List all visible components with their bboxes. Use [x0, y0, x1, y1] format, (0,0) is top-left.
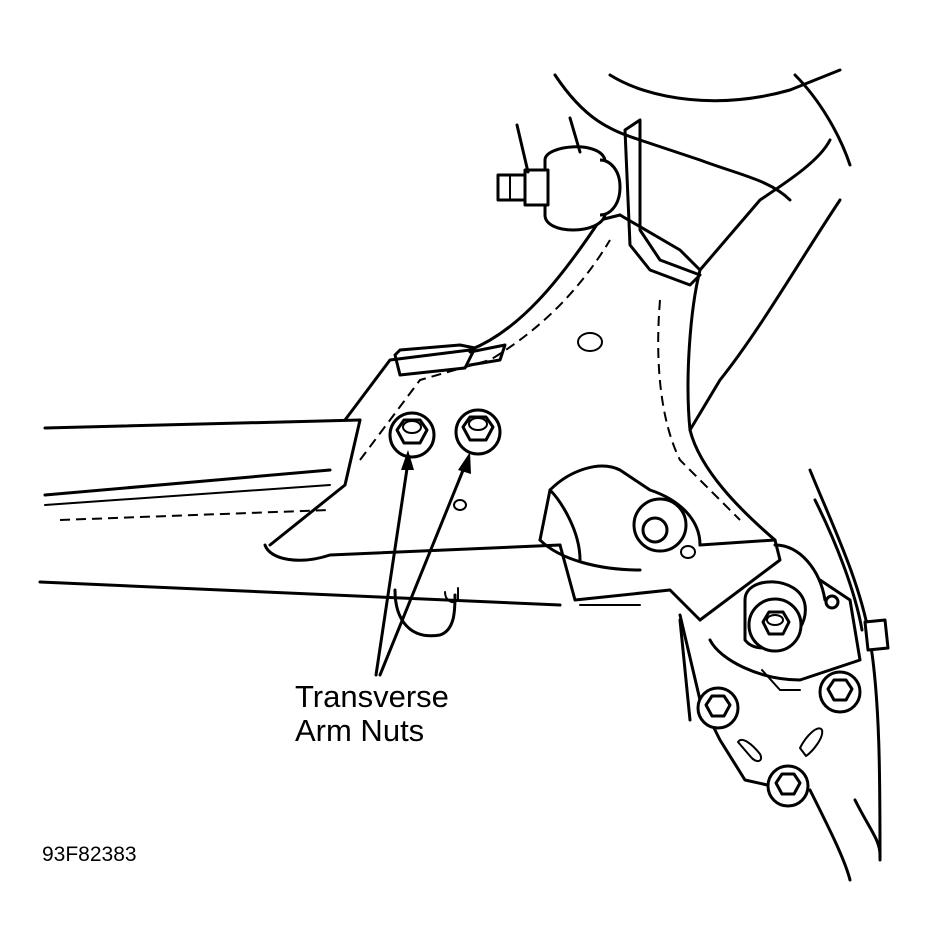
callout-line-2: Arm Nuts — [295, 713, 425, 748]
brake-line — [678, 468, 890, 882]
body-panel — [553, 68, 852, 202]
knuckle-housing — [678, 543, 862, 808]
callout-arrows — [374, 450, 471, 677]
upper-bushing — [496, 116, 702, 287]
transverse-arm-nuts-label: Transverse Arm Nuts — [295, 680, 449, 748]
figure-id: 93F82383 — [42, 843, 137, 866]
callout-line-1: Transverse — [295, 679, 449, 714]
arm-nut-right — [454, 408, 502, 456]
transverse-arm-nuts — [388, 408, 502, 459]
pivot-housing — [538, 464, 782, 622]
mounting-pad — [393, 587, 459, 638]
transverse-arm — [263, 138, 842, 562]
arm-nut-left — [388, 411, 436, 459]
hub-bolt-3 — [766, 764, 810, 808]
hub-bolt-2 — [818, 670, 862, 714]
crossmember-beam — [38, 418, 562, 607]
arm-tab — [393, 343, 507, 377]
hub-bolt-1 — [696, 686, 740, 730]
